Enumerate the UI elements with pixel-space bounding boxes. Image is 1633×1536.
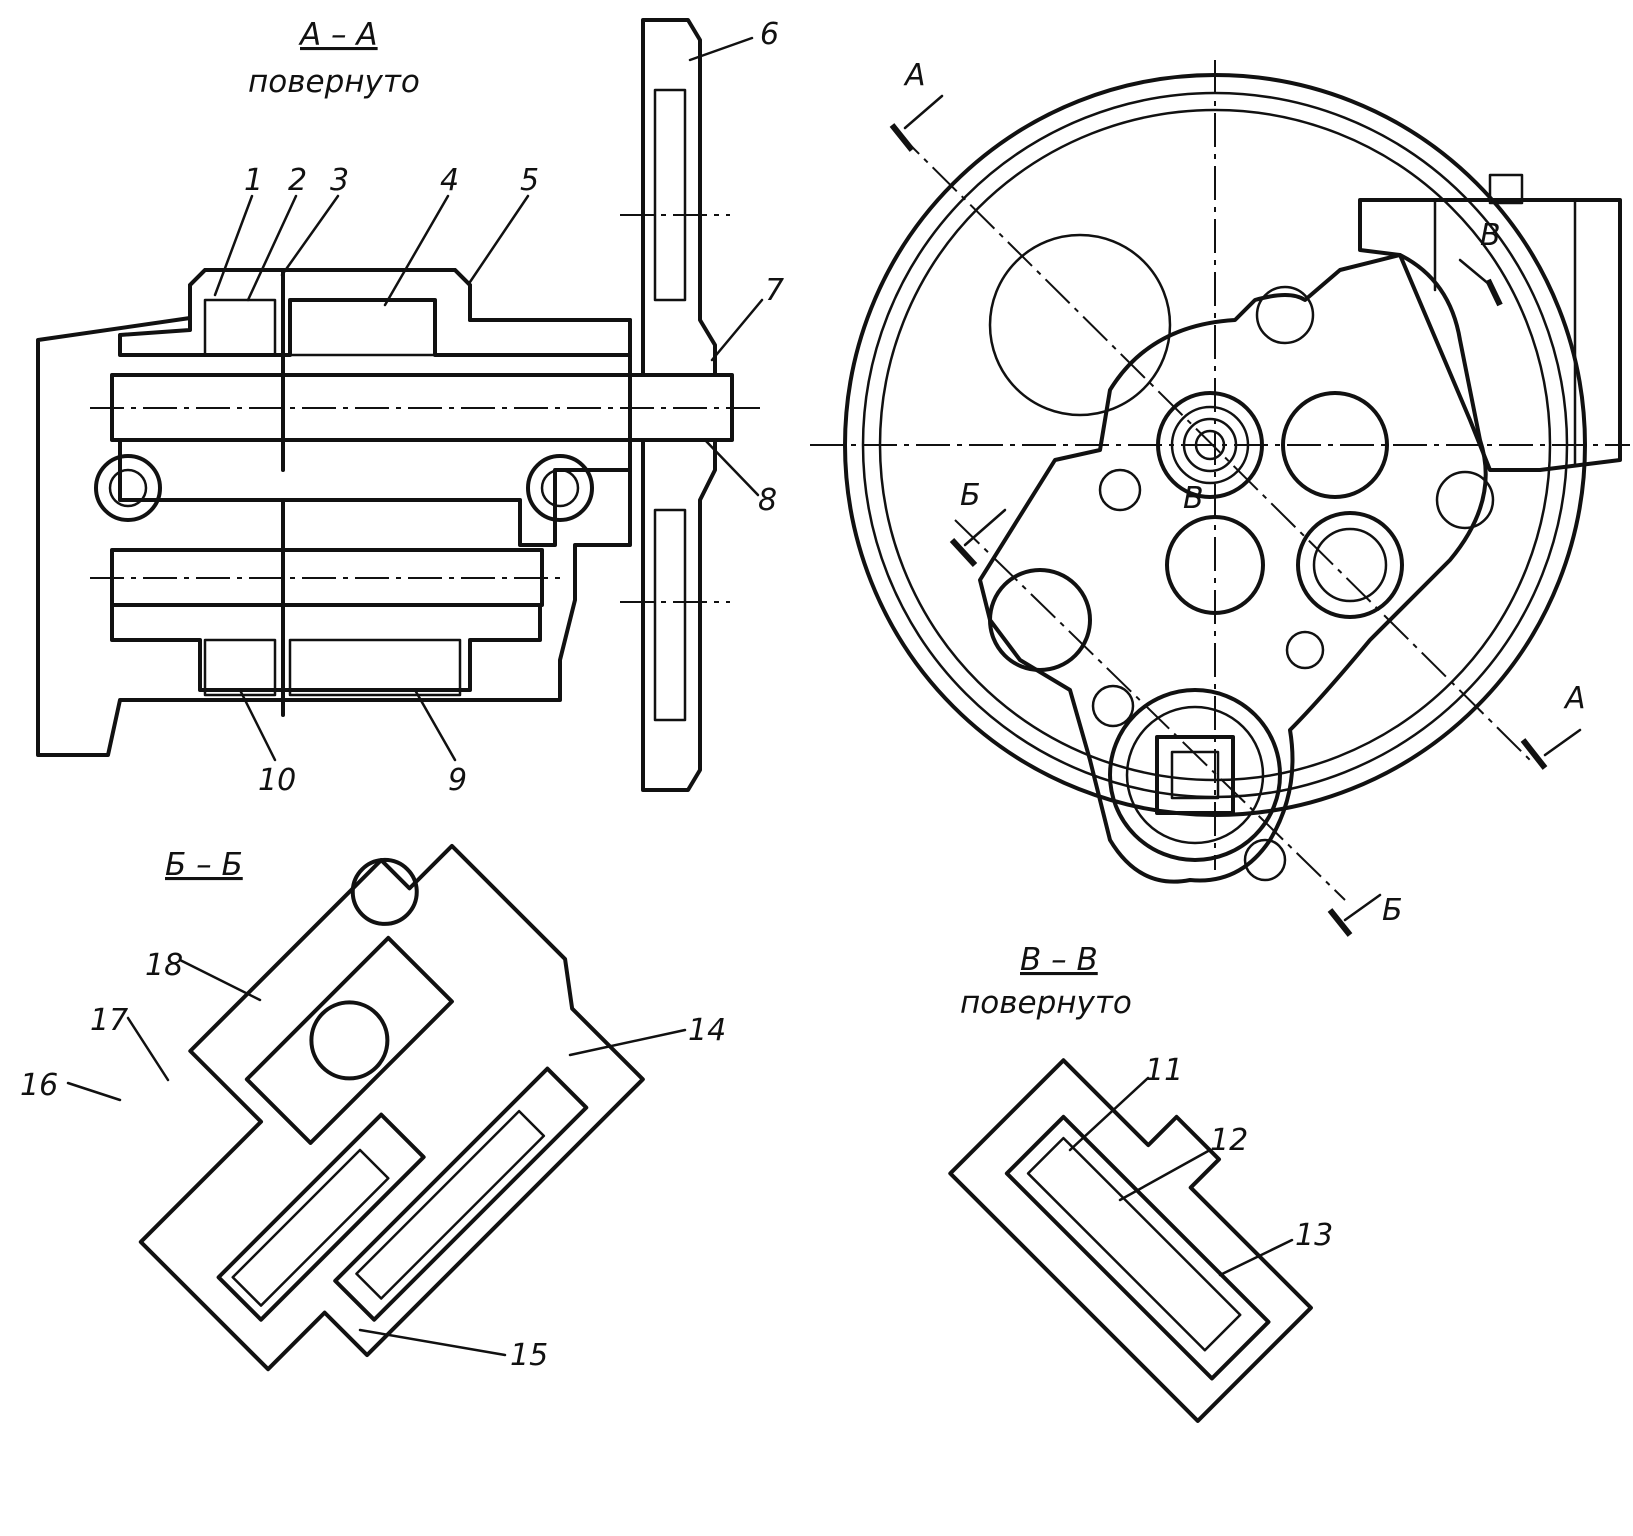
cut-marker-v-right: В (1458, 218, 1503, 307)
leader-lines-aa (213, 36, 764, 762)
square-drive-ring (1125, 705, 1265, 845)
bolt-bottom-left (1091, 684, 1135, 728)
section-vv-view: В – В повернуто (948, 942, 1313, 1423)
cut-marker-b-left: Б (949, 478, 1007, 568)
part-number-labels: 1 2 3 4 5 6 7 8 9 10 11 12 13 14 15 16 1… (20, 17, 1333, 1373)
cut-letter-a-top: А (903, 58, 926, 93)
section-aa-title: A – A (298, 17, 378, 53)
part-label-13: 13 (1295, 1218, 1333, 1253)
part-label-6: 6 (760, 17, 779, 52)
part-label-5: 5 (520, 163, 539, 198)
boss-lower-right-inner (1312, 527, 1388, 603)
bolt-right (1435, 470, 1495, 530)
square-drive-boss (1108, 688, 1282, 862)
sprocket-window-upper (653, 88, 687, 302)
bolt-bottom (1243, 838, 1287, 882)
bb-ball-valve (350, 857, 419, 926)
inspection-opening (988, 233, 1172, 417)
part-label-3: 3 (330, 163, 349, 198)
part-label-9: 9 (448, 763, 467, 798)
upper-gear-4 (288, 298, 437, 357)
section-vv-title: В – В (1020, 942, 1098, 978)
cut-letter-b-left: Б (960, 478, 981, 513)
part-label-8: 8 (758, 483, 777, 518)
part-label-14: 14 (688, 1013, 726, 1048)
vv-valve-bore (1004, 1114, 1271, 1381)
part-label-7: 7 (765, 273, 784, 308)
section-bb-view: Б – Б (66, 843, 687, 1372)
leader-lines-vv (1068, 1076, 1294, 1277)
bb-lower-channel (333, 1066, 589, 1322)
part-label-15: 15 (510, 1338, 548, 1373)
part-label-11: 11 (1145, 1053, 1183, 1088)
square-drive-inner (1170, 750, 1220, 800)
pump-body-outline (978, 253, 1488, 884)
section-aa-subtitle: повернуто (248, 64, 420, 100)
mount-bolt-right (540, 468, 580, 508)
section-bb-title: Б – Б (165, 847, 243, 883)
boss-right (1281, 391, 1389, 499)
part-label-1: 1 (244, 163, 263, 198)
cut-letter-v-center: В (1183, 481, 1204, 516)
cut-letter-b-bottom: Б (1382, 893, 1403, 928)
part-label-17: 17 (90, 1003, 128, 1038)
bolt-left (1098, 468, 1142, 512)
sprocket-upper-section (641, 18, 717, 377)
vv-valve-spring (1026, 1136, 1242, 1352)
bb-cross-bore (309, 1000, 390, 1081)
bb-piston-bore (244, 935, 454, 1145)
bb-lower-spring (355, 1109, 546, 1300)
housing-cover-section (118, 268, 632, 357)
sprocket-window-lower (653, 508, 687, 722)
part-label-10: 10 (258, 763, 296, 798)
section-bb-body (138, 843, 645, 1372)
mount-hole-right (526, 454, 594, 522)
cut-letter-a-bottom: А (1563, 681, 1586, 716)
leader-lines-bb (66, 958, 687, 1357)
sprocket-lower-section (641, 438, 717, 792)
part-label-16: 16 (20, 1068, 58, 1103)
bb-valve-channel (216, 1112, 426, 1322)
bolt-top (1255, 285, 1315, 345)
part-label-12: 12 (1210, 1123, 1248, 1158)
section-line-aa (894, 129, 1531, 761)
cut-marker-b-bottom: Б (1327, 893, 1403, 937)
square-drive (1155, 735, 1235, 815)
boss-lower-right (1296, 511, 1404, 619)
part-label-4: 4 (440, 163, 459, 198)
mount-hole-left (94, 454, 162, 522)
bb-valve-spring (231, 1148, 390, 1307)
cut-letter-v-right: В (1480, 218, 1501, 253)
cut-marker-a-bottom: А (1520, 681, 1586, 770)
valve-block-tab (1488, 173, 1524, 205)
valve-block (1358, 198, 1622, 472)
part-label-18: 18 (145, 948, 183, 983)
section-vv-subtitle: повернуто (960, 985, 1132, 1021)
mount-bolt-left (108, 468, 148, 508)
lower-gear-9 (288, 638, 462, 697)
front-view: А А Б Б В В (810, 58, 1630, 937)
upper-gear-1 (203, 298, 277, 357)
section-vv-body (948, 1058, 1313, 1423)
section-aa-view: A – A повернуто (36, 17, 764, 792)
lower-bushing-section (110, 603, 542, 692)
part-label-2: 2 (288, 163, 307, 198)
cut-marker-a-top: А (889, 58, 944, 152)
shaft-bushing-section (118, 438, 632, 547)
section-line-bb (954, 519, 1346, 901)
lower-gear-10 (203, 638, 277, 697)
bolt-lower (1285, 630, 1325, 670)
hex-plug-left (988, 568, 1092, 672)
